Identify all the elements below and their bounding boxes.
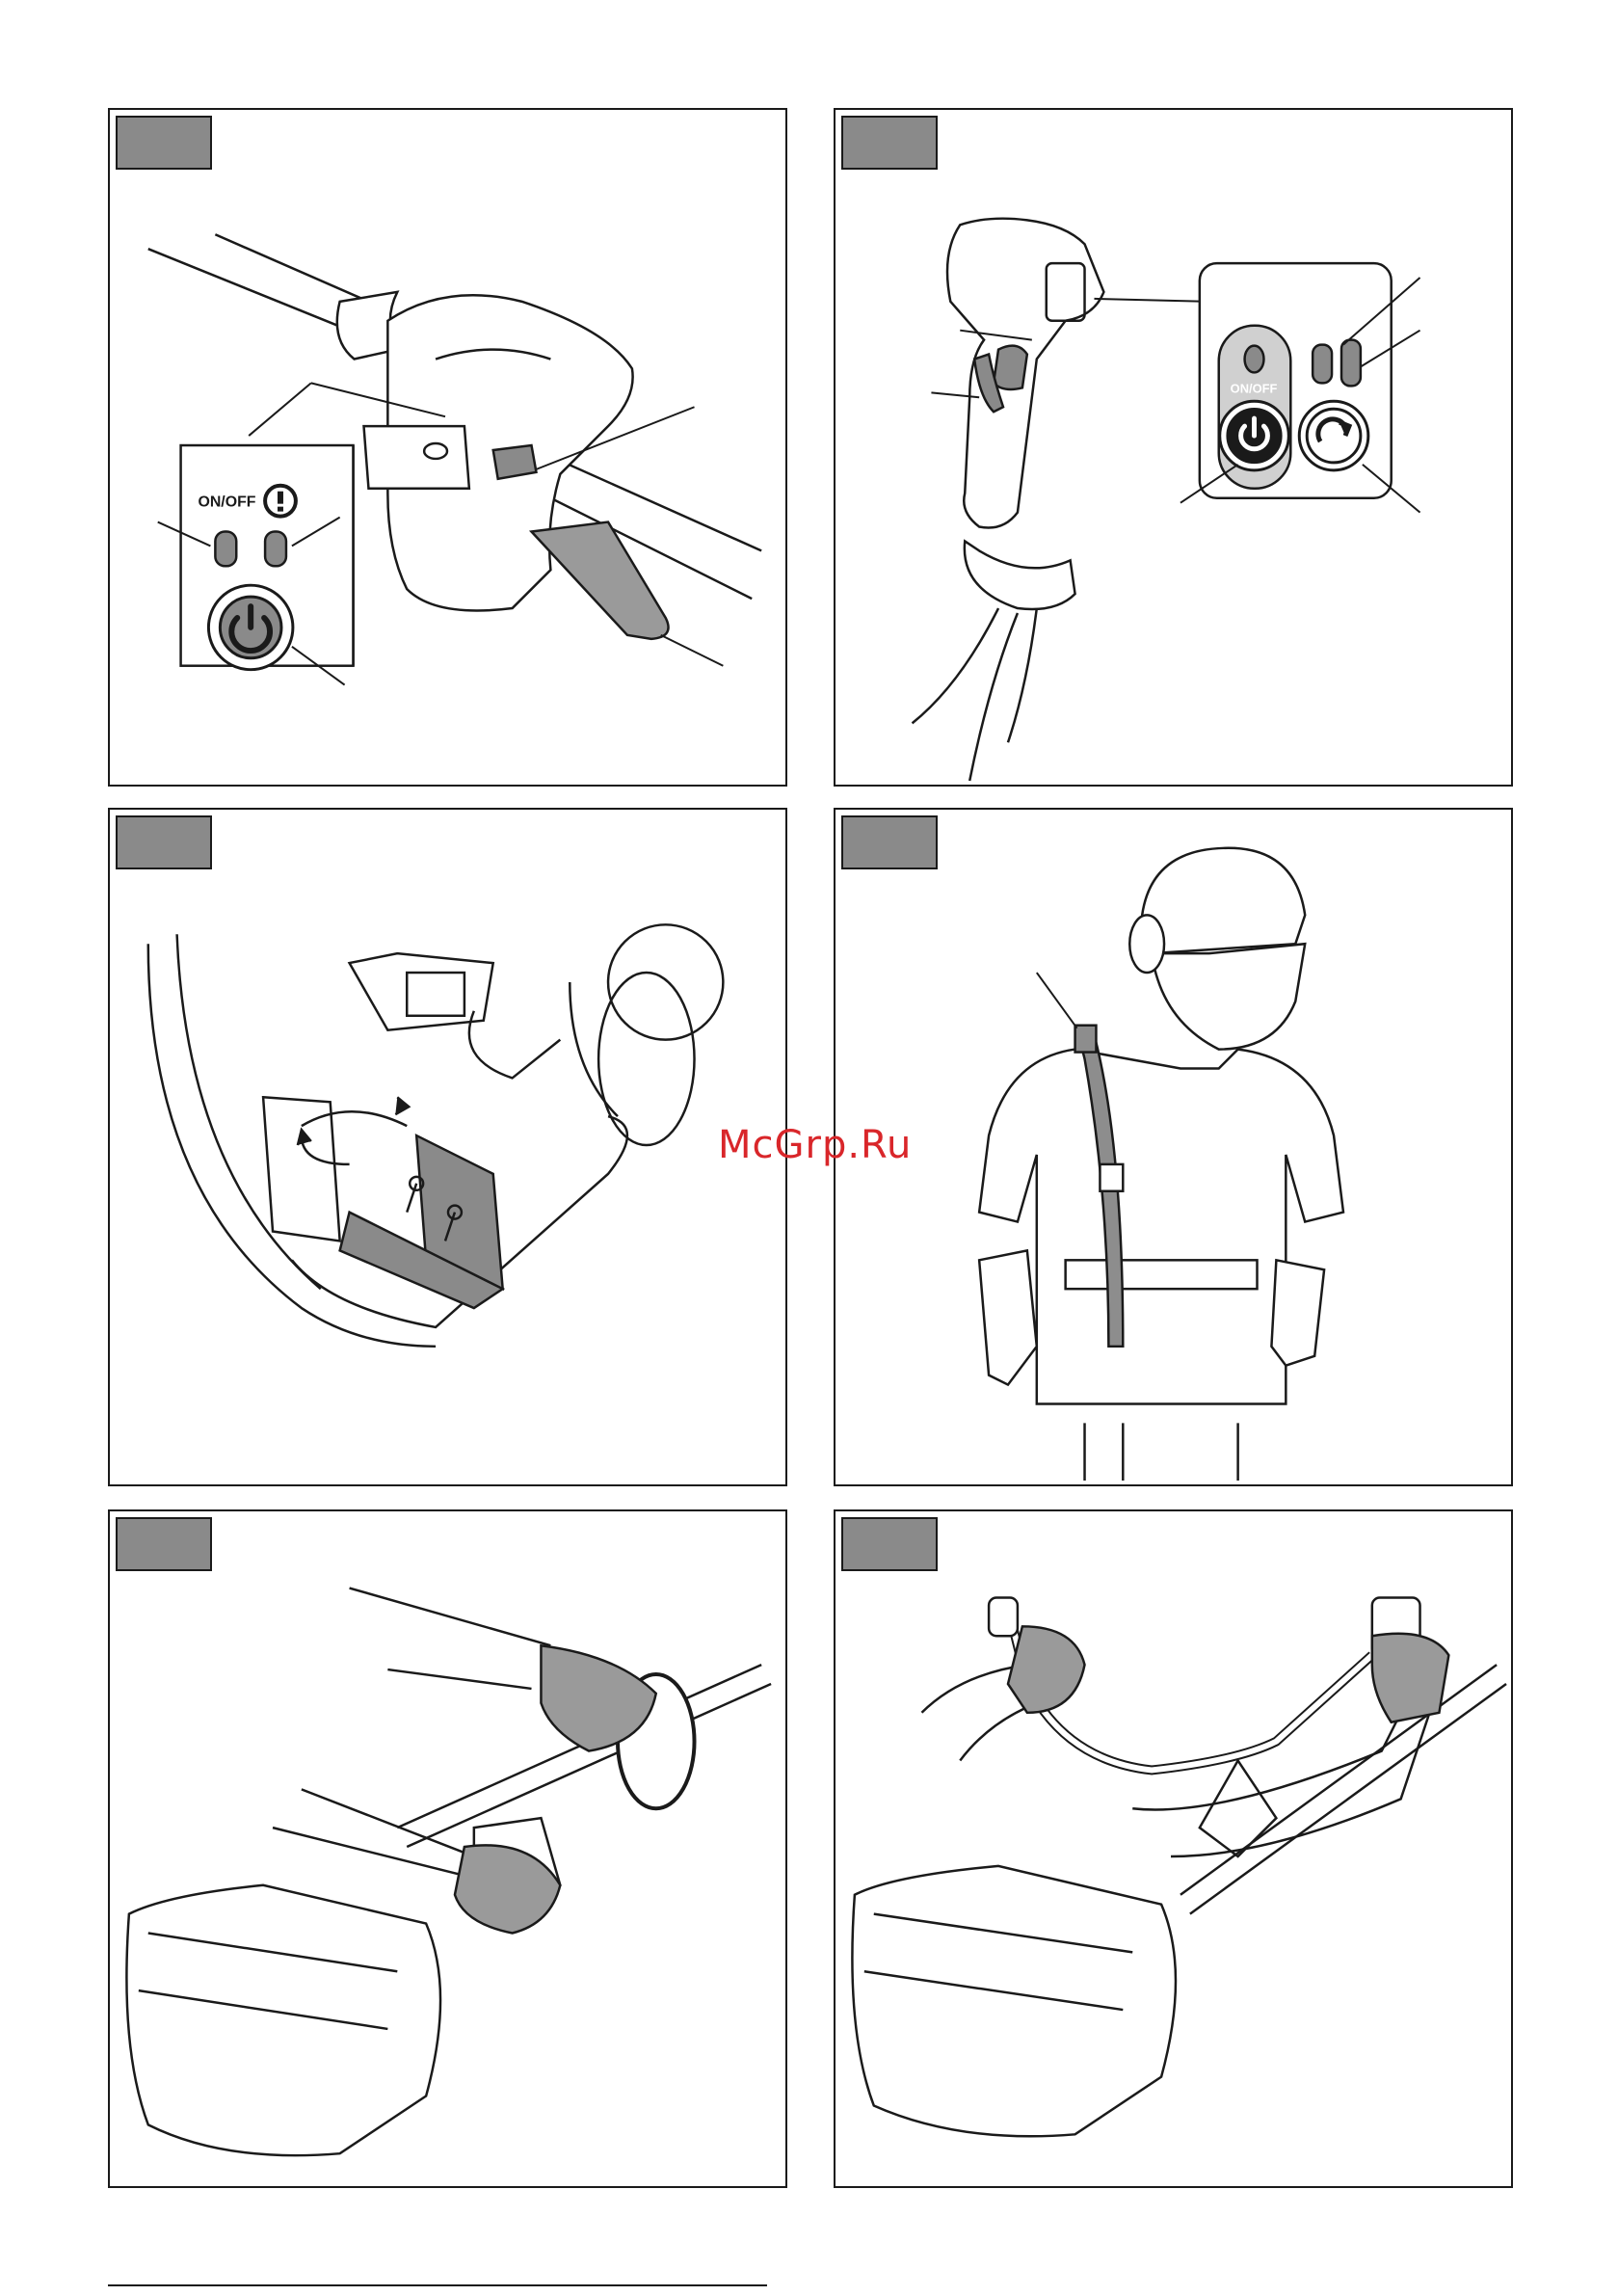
figure-panel-5 <box>108 1509 787 2188</box>
figure-panel-4 <box>834 808 1513 1486</box>
holding-trimmer-loop-handle-illustration <box>110 1511 785 2186</box>
figure-panel-3 <box>108 808 787 1486</box>
figure-panel-2: ON/OFF <box>834 108 1513 787</box>
holding-trimmer-bike-handle-illustration <box>836 1511 1511 2186</box>
onoff-label: ON/OFF <box>1231 381 1278 395</box>
handle-control-panel-illustration: ON/OFF <box>836 110 1511 785</box>
footer-rule <box>108 2284 767 2286</box>
watermark: McGrp.Ru <box>718 1123 912 1167</box>
figure-panel-6 <box>834 1509 1513 2188</box>
onoff-label: ON/OFF <box>198 494 255 511</box>
operator-harness-illustration <box>836 810 1511 1484</box>
figure-panel-1: ON/OFF <box>108 108 787 787</box>
trimmer-handle-illustration: ON/OFF <box>110 110 785 785</box>
guard-bracket-illustration <box>110 810 785 1484</box>
